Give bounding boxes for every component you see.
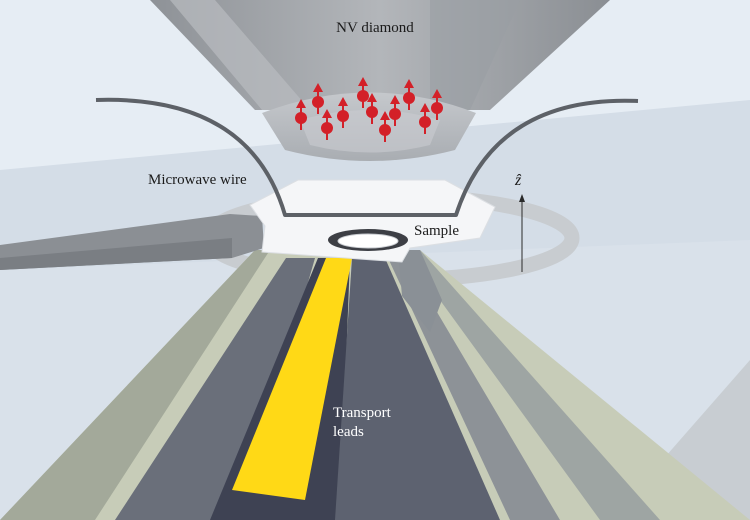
transport-lead-yellow bbox=[232, 258, 352, 500]
z-axis-arrowhead bbox=[519, 194, 525, 202]
transport-leads-label-line1: Transport bbox=[333, 405, 391, 421]
nv-diamond-facet bbox=[170, 0, 310, 110]
nv-spin bbox=[321, 109, 333, 140]
z-axis-label: ẑ bbox=[515, 172, 522, 189]
transport-leads-label-line2: leads bbox=[333, 424, 364, 440]
nv-spin bbox=[431, 89, 443, 120]
nv-spin bbox=[357, 77, 369, 108]
nv-spin bbox=[419, 103, 431, 134]
nv-diamond-tip-highlight bbox=[300, 110, 440, 153]
nv-diamond-facet-right bbox=[430, 0, 520, 110]
microwave-wire bbox=[95, 97, 639, 217]
nv-spin bbox=[379, 111, 391, 142]
transport-lead-left bbox=[115, 258, 315, 520]
sample bbox=[337, 233, 399, 249]
nv-spin bbox=[312, 83, 324, 114]
pedestal-right-face bbox=[405, 250, 660, 520]
nv-spin bbox=[366, 93, 378, 124]
transport-leads-label: Transport leads bbox=[333, 404, 391, 442]
nv-spin bbox=[295, 99, 307, 130]
right-wedge bbox=[398, 250, 442, 332]
nv-spins bbox=[295, 77, 443, 142]
nv-spin bbox=[403, 79, 415, 110]
nv-spin bbox=[389, 95, 401, 126]
sample-platform bbox=[249, 179, 496, 263]
microwave-wire-label: Microwave wire bbox=[148, 172, 247, 188]
support-arm-shadow bbox=[0, 238, 232, 270]
transport-lead-center bbox=[335, 258, 500, 520]
sample-label: Sample bbox=[414, 223, 459, 239]
nv-spin bbox=[337, 97, 349, 128]
pedestal-left-face bbox=[0, 250, 270, 520]
nv-diamond-label: NV diamond bbox=[336, 20, 414, 36]
